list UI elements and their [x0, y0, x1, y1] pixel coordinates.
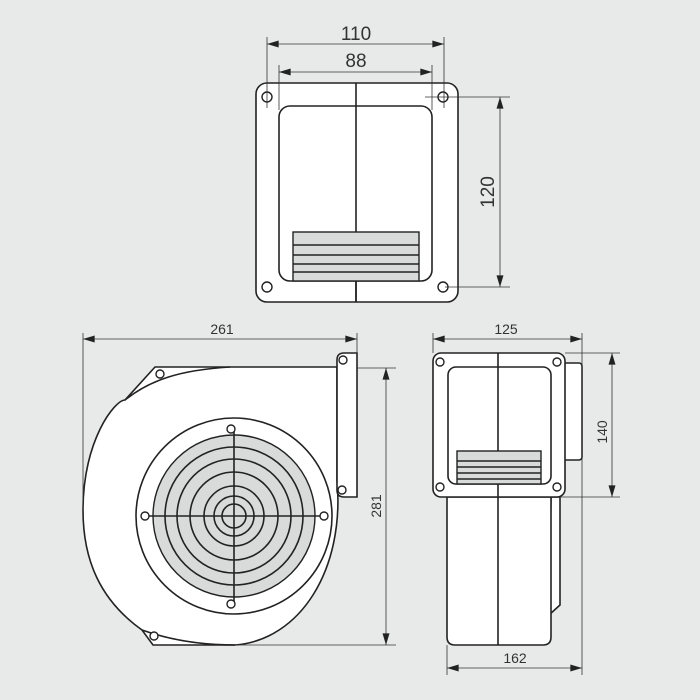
mount-hole-icon: [338, 355, 348, 365]
front-grille: [456, 450, 542, 485]
outlet-grille: [292, 231, 420, 282]
front-view: [432, 352, 583, 646]
dim-label-125: 125: [494, 321, 518, 337]
dim-label-120: 120: [478, 176, 499, 208]
outlet-flange-view: [255, 82, 459, 303]
dim-label-281: 281: [368, 494, 384, 518]
dimension-110: 110: [266, 24, 445, 108]
dimension-162: 162: [446, 645, 582, 675]
dimension-281: 281: [235, 367, 396, 646]
mount-hole-icon: [435, 482, 445, 492]
inlet-grille: [135, 417, 333, 615]
dimension-140: 140: [560, 352, 620, 498]
mount-hole-icon: [337, 485, 347, 495]
mount-hole-icon: [155, 369, 165, 379]
dim-label-162: 162: [503, 650, 527, 666]
mount-hole-icon: [149, 631, 159, 641]
mount-hole-icon: [261, 281, 273, 293]
dim-label-88: 88: [345, 51, 366, 72]
dimension-261: 261: [82, 321, 358, 510]
dimension-125: 125: [432, 321, 583, 675]
mount-hole-icon: [552, 357, 562, 367]
side-view-housing: [82, 352, 358, 646]
dim-label-261: 261: [210, 321, 234, 337]
dimension-120: 120: [425, 96, 510, 288]
dim-label-140: 140: [594, 420, 610, 444]
mount-hole-icon: [435, 357, 445, 367]
mount-hole-icon: [552, 482, 562, 492]
dim-label-110: 110: [341, 24, 371, 45]
dimension-88: 88: [278, 51, 433, 110]
